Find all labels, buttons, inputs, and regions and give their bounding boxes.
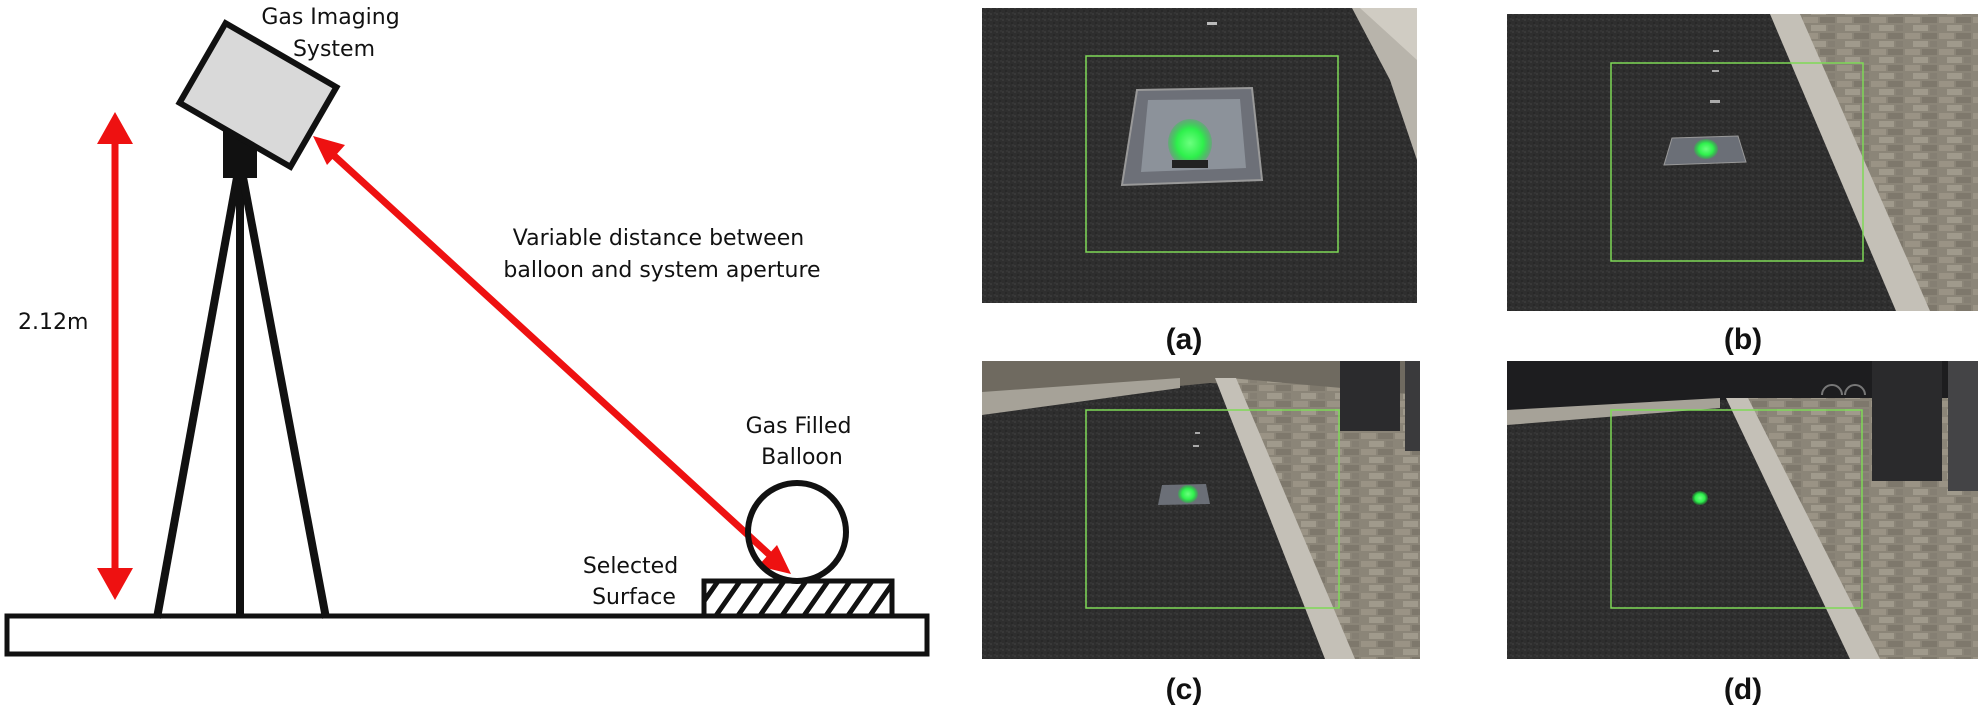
panel-d-caption: (d) <box>1724 673 1762 706</box>
panel-b-caption: (b) <box>1724 323 1762 356</box>
height-label: 2.12m <box>18 310 88 335</box>
distance-label: Variable distance between balloon and sy… <box>503 226 820 283</box>
panel-c-detection-box <box>1085 409 1340 609</box>
gas-imaging-system-camera <box>175 19 341 171</box>
panel-b-image <box>1507 14 1978 311</box>
ground-plate <box>4 613 930 657</box>
gas-filled-balloon <box>745 480 849 584</box>
panel-a-caption: (a) <box>1166 323 1203 356</box>
height-arrow <box>97 112 133 600</box>
panel-a-detection-box <box>1085 55 1339 253</box>
selected-surface <box>701 578 895 619</box>
panel-a-image <box>982 8 1417 303</box>
balloon-label: Gas Filled Balloon <box>746 414 859 470</box>
distance-arrow <box>313 136 791 574</box>
panel-c-caption: (c) <box>1166 673 1203 706</box>
panel-d-image <box>1507 361 1978 659</box>
camera-label: Gas Imaging System <box>261 5 406 62</box>
tripod <box>153 171 330 619</box>
surface-label: Selected Surface <box>583 554 685 610</box>
panel-d-detection-box <box>1610 409 1863 609</box>
panel-b-detection-box <box>1610 62 1864 262</box>
panel-c-image <box>982 361 1420 659</box>
